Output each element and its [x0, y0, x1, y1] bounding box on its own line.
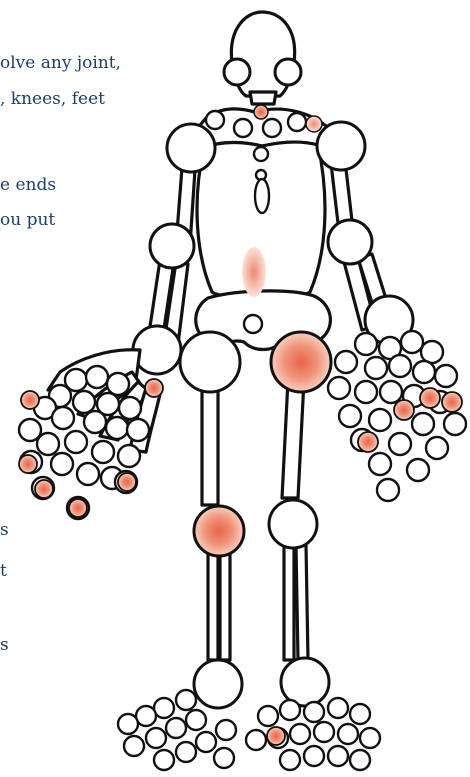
- inflamed-joint-highlight: [420, 388, 440, 408]
- inflamed-joint-highlight: [394, 400, 414, 420]
- inflamed-joint-highlight: [242, 247, 266, 297]
- inflamed-joint-highlight: [19, 455, 37, 473]
- inflamed-joint-highlight: [442, 392, 462, 412]
- inflamed-joint-highlight: [145, 379, 163, 397]
- inflamed-joint-highlight: [306, 116, 322, 132]
- inflamed-joint-highlight: [267, 727, 285, 745]
- inflamed-joint-highlight: [358, 432, 378, 452]
- inflamed-joint-highlight: [21, 391, 39, 409]
- inflamed-joint-highlight: [254, 105, 268, 119]
- inflamed-joint-highlight: [69, 499, 87, 517]
- right-arm: [317, 122, 466, 501]
- inflamed-joint-highlight: [271, 332, 331, 392]
- feet: [118, 658, 380, 770]
- inflamed-joint-highlight: [118, 473, 136, 491]
- inflamed-joint-highlight: [35, 480, 53, 498]
- inflamed-joint-highlight: [194, 506, 244, 556]
- skull: [224, 12, 301, 104]
